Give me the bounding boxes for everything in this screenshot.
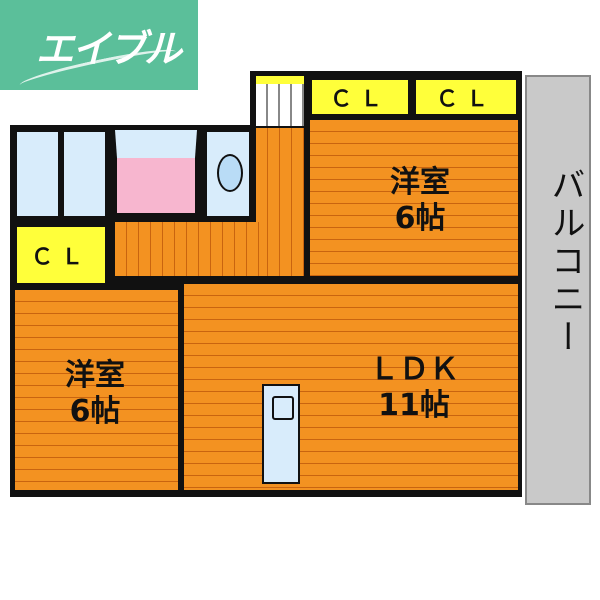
toilet xyxy=(205,130,251,218)
ldk: ＬＤＫ 11帖 xyxy=(184,284,518,490)
balcony: バルコニー xyxy=(525,75,591,505)
logo-text: エイブル xyxy=(36,27,182,71)
closet-label: ＣＬ xyxy=(435,87,496,112)
ldk-label: ＬＤＫ 11帖 xyxy=(334,352,494,424)
hallway xyxy=(256,128,304,276)
sink-icon xyxy=(272,396,294,420)
room-name: 洋室 xyxy=(65,358,125,393)
closet-label: ＣＬ xyxy=(30,245,91,270)
room-size: 6帖 xyxy=(394,201,446,236)
room-size: 6帖 xyxy=(69,394,121,429)
balcony-label: バルコニー xyxy=(545,167,585,357)
kitchen-counter xyxy=(262,384,300,484)
closet-top-left: ＣＬ xyxy=(310,78,410,116)
bedroom-right: 洋室 6帖 xyxy=(310,120,518,276)
closet-top-right: ＣＬ xyxy=(414,78,518,116)
entrance-stairs xyxy=(256,76,304,126)
room-name: ＬＤＫ xyxy=(369,352,459,387)
bedroom-left: 洋室 6帖 xyxy=(15,290,178,490)
bedroom-left-label: 洋室 6帖 xyxy=(35,358,155,430)
able-logo: エイブル xyxy=(0,0,198,94)
room-name: 洋室 xyxy=(390,165,450,200)
room-size: 11帖 xyxy=(378,388,450,423)
washroom xyxy=(115,130,197,215)
bathtub xyxy=(15,130,60,218)
closet-left: ＣＬ xyxy=(15,225,107,285)
hallway-lower xyxy=(115,222,260,276)
bedroom-right-label: 洋室 6帖 xyxy=(360,165,480,237)
bathroom xyxy=(62,130,107,218)
toilet-icon xyxy=(217,154,243,192)
closet-label: ＣＬ xyxy=(329,87,390,112)
